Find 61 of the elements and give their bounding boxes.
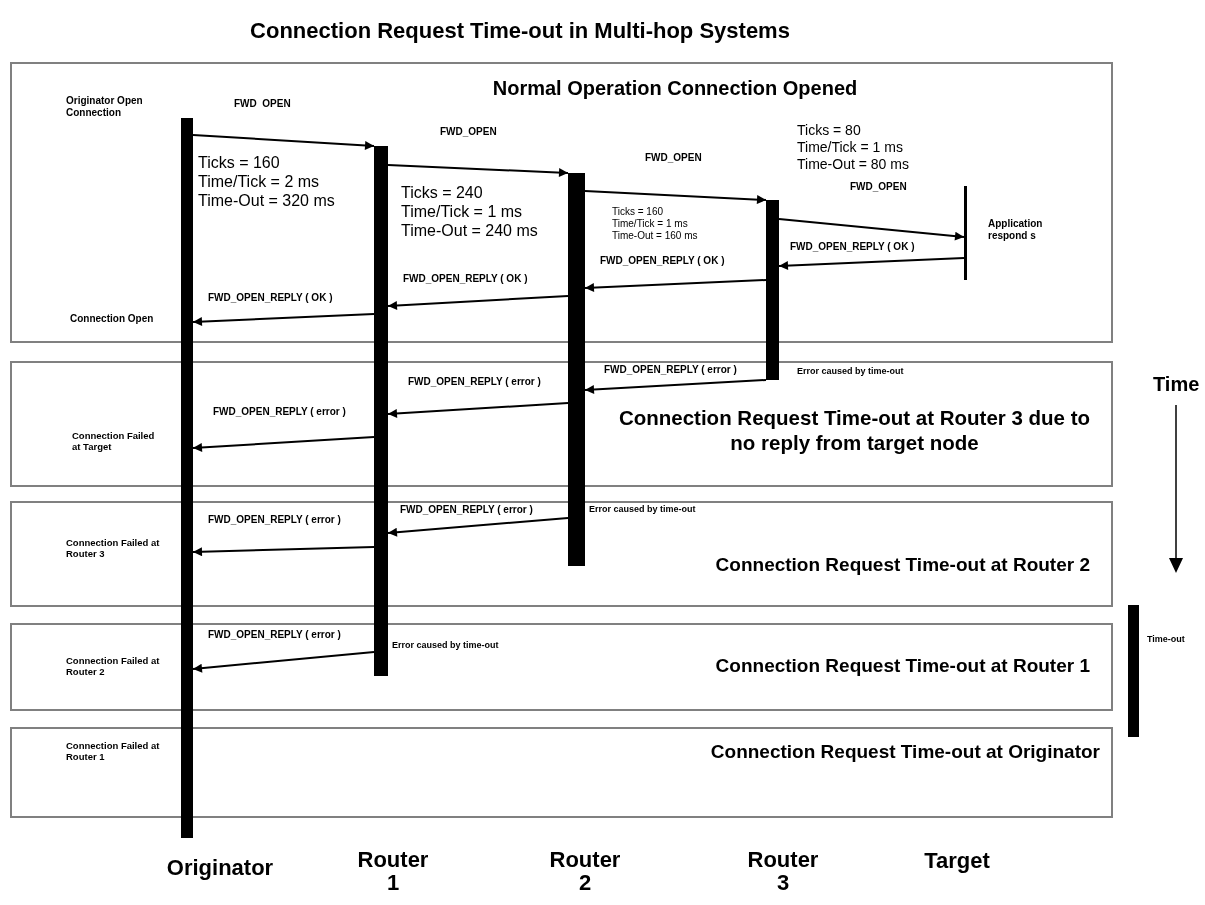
participant-label: Router 1 — [356, 848, 430, 895]
message-arrow — [192, 651, 375, 673]
note-text: Time-out — [1147, 634, 1186, 645]
participant-label: Originator — [165, 855, 275, 882]
edge-label: FWD_OPEN_REPLY ( OK ) — [208, 292, 333, 303]
target-line — [964, 186, 967, 280]
panel-heading: Connection Request Time-out at Router 2 — [714, 554, 1090, 577]
timer-setting: Ticks = 160 Time/Tick = 1 ms Time-Out = 160 ms — [612, 206, 699, 242]
edge-label: FWD_OPEN_REPLY ( OK ) — [790, 241, 915, 252]
message-arrow — [192, 313, 375, 327]
message-arrow — [584, 279, 767, 293]
edge-label: FWD_OPEN — [440, 126, 497, 137]
note-text: Error caused by time-out — [589, 504, 697, 515]
panel-heading: Connection Request Time-out at Router 3 due to no reply from target node — [617, 406, 1092, 456]
message-arrow — [778, 218, 965, 241]
message-arrow — [778, 257, 965, 271]
timer-setting: Ticks = 160 Time/Tick = 2 ms Time-Out = 320 ms — [198, 153, 336, 211]
timeout-bar — [1128, 605, 1139, 737]
diagram-title: Connection Request Time-out in Multi-hop Systems — [249, 18, 791, 44]
note-text: Application respond s — [988, 218, 1044, 242]
panel-heading: Normal Operation Connection Opened — [491, 76, 859, 100]
lifeline-bar — [374, 146, 388, 676]
note-text: Error caused by time-out — [392, 640, 500, 651]
message-arrow — [387, 517, 569, 537]
note-text: Connection Failed at Router 1 — [66, 740, 161, 763]
lifeline-bar — [181, 118, 193, 838]
edge-label: FWD_OPEN_REPLY ( error ) — [208, 629, 341, 640]
timer-setting: Ticks = 240 Time/Tick = 1 ms Time-Out = 240 ms — [401, 183, 539, 241]
panel-heading: Connection Request Time-out at Originator — [709, 741, 1100, 764]
message-arrow — [584, 379, 767, 394]
note-text: Connection Open — [70, 313, 155, 325]
edge-label: FWD_OPEN_REPLY ( error ) — [208, 514, 341, 525]
message-arrow — [584, 190, 767, 205]
edge-label: FWD_OPEN — [850, 181, 907, 192]
lifeline-bar — [568, 173, 585, 566]
edge-label: FWD_OPEN_REPLY ( OK ) — [403, 273, 528, 284]
lifeline-bar — [766, 200, 779, 380]
edge-label: FWD OPEN — [234, 98, 291, 109]
message-arrow — [387, 295, 569, 310]
note-text: Connection Failed at Router 3 — [66, 537, 161, 560]
timer-setting: Ticks = 80 Time/Tick = 1 ms Time-Out = 80 ms — [797, 122, 910, 173]
edge-label: FWD_OPEN_REPLY ( error ) — [408, 376, 541, 387]
message-arrow — [387, 402, 569, 418]
note-text: Connection Failed at Router 2 — [66, 655, 161, 678]
edge-label: FWD_OPEN — [645, 152, 702, 163]
participant-label: Router 3 — [746, 848, 820, 895]
note-text: Originator Open Connection — [66, 95, 144, 119]
note-text: Connection Failed at Target — [72, 430, 156, 453]
message-arrow — [192, 546, 375, 557]
note-text: Error caused by time-out — [797, 366, 905, 377]
edge-label: FWD_OPEN_REPLY ( error ) — [604, 364, 737, 375]
participant-label: Target — [923, 848, 991, 875]
edge-label: FWD_OPEN_REPLY ( error ) — [400, 504, 533, 515]
panel-heading: Connection Request Time-out at Router 1 — [714, 655, 1090, 678]
message-arrow — [192, 134, 375, 150]
message-arrow — [387, 164, 569, 178]
edge-label: FWD_OPEN_REPLY ( error ) — [213, 406, 346, 417]
axis-label: Time — [1153, 372, 1201, 396]
participant-label: Router 2 — [548, 848, 622, 895]
edge-label: FWD_OPEN_REPLY ( OK ) — [600, 255, 725, 266]
message-arrow — [192, 436, 375, 452]
